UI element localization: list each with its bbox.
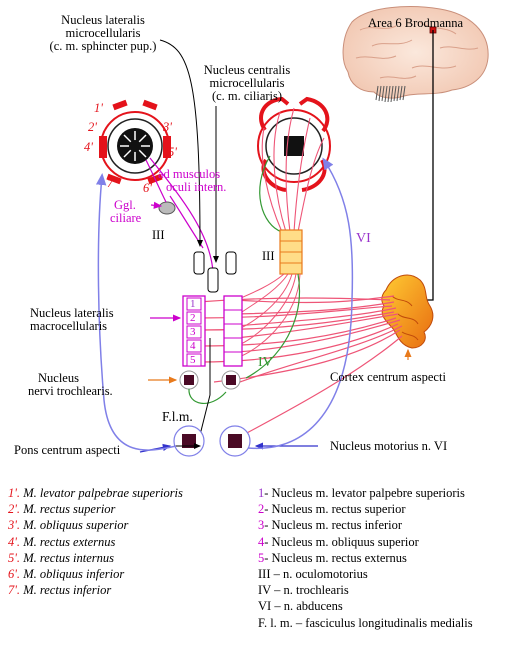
legend-nucleus-row: 5- Nucleus m. rectus externus	[258, 550, 473, 566]
muscle-label-3: 3'	[163, 121, 172, 134]
right-vi-pathway	[248, 160, 352, 448]
legend-nucleus-num: F. l. m.	[258, 616, 293, 630]
label-pons: Pons centrum aspecti	[14, 444, 120, 457]
right-eye	[258, 99, 330, 190]
legend-muscle-row: 4'. M. rectus externus	[8, 534, 183, 550]
legend-muscle-row: 6'. M. obliquus inferior	[8, 566, 183, 582]
legend-nucleus-row: 1- Nucleus m. levator palpebre superiori…	[258, 485, 473, 501]
label-iv: IV	[258, 356, 273, 369]
edinger-westphal-nuclei	[194, 252, 236, 292]
legend-nucleus-num: III	[258, 567, 271, 581]
legend-muscle-num: 6'.	[8, 567, 20, 581]
label-iii-left: III	[152, 229, 165, 242]
label-ad-musculos-line2: oculi intern.	[158, 181, 226, 194]
nucleus-num-2: 2	[190, 312, 196, 325]
muscle-label-2: 2'	[88, 121, 97, 134]
legend-nucleus-text: – n. trochlearis	[271, 583, 349, 597]
legend-nucleus-row: F. l. m. – fasciculus longitudinalis med…	[258, 615, 473, 631]
cortex-illustration	[382, 275, 433, 348]
ciliary-ganglion	[159, 202, 175, 214]
legend-muscle-text: M. rectus internus	[20, 551, 114, 565]
legend-muscle-row: 2'. M. rectus superior	[8, 501, 183, 517]
label-motorius: Nucleus motorius n. VI	[330, 440, 447, 453]
legend-muscle-row: 3'. M. obliquus superior	[8, 517, 183, 533]
legend-muscle-num: 7'.	[8, 583, 20, 597]
legend-nucleus-text: – n. oculomotorius	[271, 567, 368, 581]
legend-muscle-num: 4'.	[8, 535, 20, 549]
muscle-label-7: 7'	[107, 177, 116, 190]
legend-muscle-text: M. rectus superior	[20, 502, 115, 516]
legend-nucleus-num: VI	[258, 599, 271, 613]
label-iii-right: III	[262, 250, 275, 263]
label-trochlearis-line2: nervi trochlearis.	[28, 385, 113, 398]
muscle-label-4: 4'	[84, 141, 93, 154]
legend-muscle-row: 1'. M. levator palpebrae superioris	[8, 485, 183, 501]
label-lateralis-micro: Nucleus lateralis microcellularis (c. m.…	[28, 14, 178, 53]
muscle-label-1: 1'	[94, 102, 103, 115]
legend-muscle-text: M. rectus externus	[20, 535, 115, 549]
legend-nucleus-row: VI – n. abducens	[258, 598, 473, 614]
legend-nucleus-text: - Nucleus m. rectus inferior	[264, 518, 402, 532]
legend-nucleus-text: - Nucleus m. obliquus superior	[264, 535, 419, 549]
label-ggl: Ggl. ciliare	[110, 199, 141, 225]
legend-nucleus-text: - Nucleus m. levator palpebre superioris	[264, 486, 465, 500]
label-ggl-line2: ciliare	[110, 212, 141, 225]
legend-muscle-text: M. levator palpebrae superioris	[20, 486, 183, 500]
label-flm: F.l.m.	[162, 410, 193, 423]
muscle-label-6: 6'	[143, 182, 152, 195]
legend-nucleus-row: III – n. oculomotorius	[258, 566, 473, 582]
label-lateralis-micro-line3: (c. m. sphincter pup.)	[28, 40, 178, 53]
label-centralis-line3: (c. m. ciliaris)	[192, 90, 302, 103]
label-lateralis-macro-line2: macrocellularis	[30, 320, 114, 333]
legend-nucleus-row: 4- Nucleus m. obliquus superior	[258, 534, 473, 550]
label-centralis: Nucleus centralis microcellularis (c. m.…	[192, 64, 302, 103]
legend-muscle-row: 7'. M. rectus inferior	[8, 582, 183, 598]
legend-nucleus-row: 2- Nucleus m. rectus superior	[258, 501, 473, 517]
legend-muscle-num: 3'.	[8, 518, 20, 532]
label-cortex: Cortex centrum aspecti	[330, 371, 446, 384]
legend-muscle-text: M. obliquus inferior	[20, 567, 124, 581]
nucleus-num-4: 4	[190, 340, 196, 353]
legend-muscle-num: 1'.	[8, 486, 20, 500]
legend-nucleus-text: – n. abducens	[271, 599, 343, 613]
label-vi: VI	[356, 232, 371, 245]
legend-nucleus-text: – fasciculus longitudinalis medialis	[293, 616, 473, 630]
legend-nucleus-num: IV	[258, 583, 271, 597]
muscle-label-5: 5'	[168, 146, 177, 159]
label-trochlearis: Nucleus nervi trochlearis.	[28, 372, 113, 398]
legend-muscle-row: 5'. M. rectus internus	[8, 550, 183, 566]
legend-muscle-text: M. rectus inferior	[20, 583, 111, 597]
legend-nucleus-row: IV – n. trochlearis	[258, 582, 473, 598]
label-lateralis-macro: Nucleus lateralis macrocellularis	[30, 307, 114, 333]
label-area6: Area 6 Brodmanna	[368, 17, 463, 30]
legend-nuclei: 1- Nucleus m. levator palpebre superiori…	[258, 485, 473, 631]
nucleus-num-1: 1	[190, 298, 196, 311]
label-ad-musculos: ad musculos oculi intern.	[158, 168, 226, 194]
nuclei-column-right	[224, 296, 242, 366]
legend-nucleus-row: 3- Nucleus m. rectus inferior	[258, 517, 473, 533]
legend-muscle-text: M. obliquus superior	[20, 518, 128, 532]
legend-nucleus-text: - Nucleus m. rectus externus	[264, 551, 407, 565]
legend-nucleus-text: - Nucleus m. rectus superior	[264, 502, 405, 516]
nucleus-num-3: 3	[190, 326, 196, 339]
nucleus-num-5: 5	[190, 354, 196, 367]
legend-muscle-num: 5'.	[8, 551, 20, 565]
abducens-nuclei	[174, 426, 250, 456]
legend-muscle-num: 2'.	[8, 502, 20, 516]
